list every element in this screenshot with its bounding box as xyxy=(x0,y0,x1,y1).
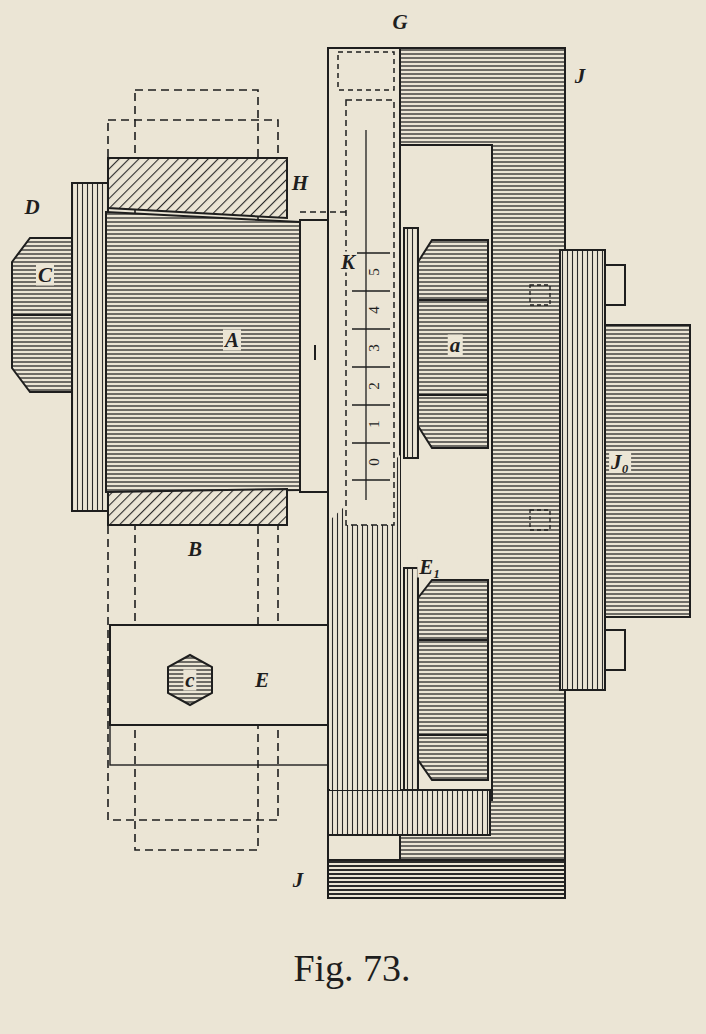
scale-number: 1 xyxy=(367,418,382,430)
scale-number: 5 xyxy=(367,266,382,278)
part-letter: a xyxy=(448,335,463,356)
part-letter: c xyxy=(183,670,196,691)
part-letter: K xyxy=(339,252,357,273)
part-letter: J xyxy=(573,66,588,87)
part-letter: G xyxy=(390,12,409,33)
part-letter: E₁ xyxy=(417,557,442,578)
scale-number: 3 xyxy=(367,342,382,354)
part-letter: H xyxy=(290,173,310,194)
part-letter: J xyxy=(291,870,306,891)
part-letter: E xyxy=(253,670,271,691)
part-letter: A xyxy=(223,330,241,351)
figure-caption: Fig. 73. xyxy=(289,946,414,990)
part-letter: C xyxy=(36,265,54,286)
scale-number: 4 xyxy=(367,304,382,316)
scale-number: 0 xyxy=(367,456,382,468)
part-letter: B xyxy=(186,539,204,560)
part-letter: J₀ xyxy=(609,452,631,473)
scale-number: 2 xyxy=(367,380,382,392)
part-letter: D xyxy=(22,197,41,218)
